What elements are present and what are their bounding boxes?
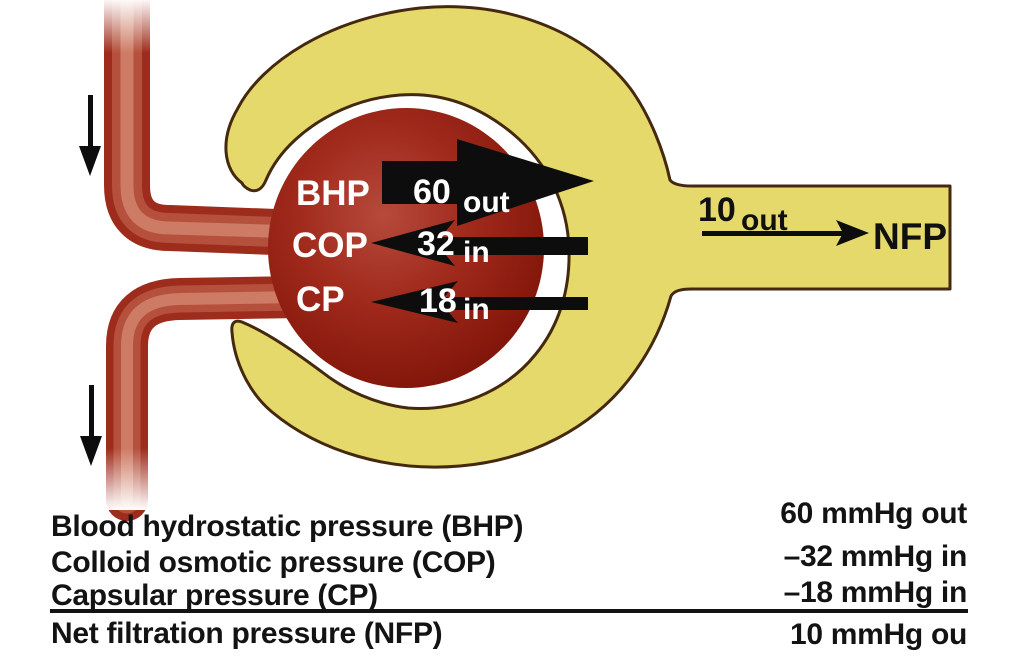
legend-value-bhp: 60 mmHg out xyxy=(780,497,967,530)
efferent-arteriole xyxy=(106,276,323,521)
legend-divider xyxy=(50,609,968,613)
nfp-arrow xyxy=(702,220,869,246)
nfp-value: 10 xyxy=(698,191,736,229)
bhp-label: BHP xyxy=(296,174,370,213)
legend-label-bhp: Blood hydrostatic pressure (BHP) xyxy=(51,510,523,543)
blood-flow-arrow-afferent xyxy=(79,95,101,176)
legend-label-cp: Capsular pressure (CP) xyxy=(51,579,378,612)
blood-flow-arrow-efferent xyxy=(80,385,102,466)
bhp-arrow xyxy=(382,139,594,226)
cop-arrow xyxy=(371,220,588,266)
efferent-fade xyxy=(98,448,158,510)
legend-value-nfp: 10 mmHg ou xyxy=(790,618,967,651)
nfp-label: NFP xyxy=(873,216,947,257)
cp-label: CP xyxy=(296,280,345,319)
bhp-value: 60 xyxy=(413,173,451,211)
bhp-direction: out xyxy=(463,186,510,219)
legend-value-cop: –32 mmHg in xyxy=(784,540,967,573)
afferent-arteriole xyxy=(104,0,325,256)
legend-value-cp: –18 mmHg in xyxy=(784,576,967,609)
bowmans-capsule xyxy=(224,5,952,469)
cop-label: COP xyxy=(292,226,368,265)
cp-arrow xyxy=(371,281,588,323)
cop-value: 32 xyxy=(417,225,455,263)
cop-direction: in xyxy=(463,236,490,269)
legend-label-cop: Colloid osmotic pressure (COP) xyxy=(51,546,495,579)
cp-value: 18 xyxy=(419,282,457,320)
cp-direction: in xyxy=(463,293,490,326)
afferent-fade xyxy=(98,0,158,53)
legend-label-nfp: Net filtration pressure (NFP) xyxy=(51,617,442,650)
